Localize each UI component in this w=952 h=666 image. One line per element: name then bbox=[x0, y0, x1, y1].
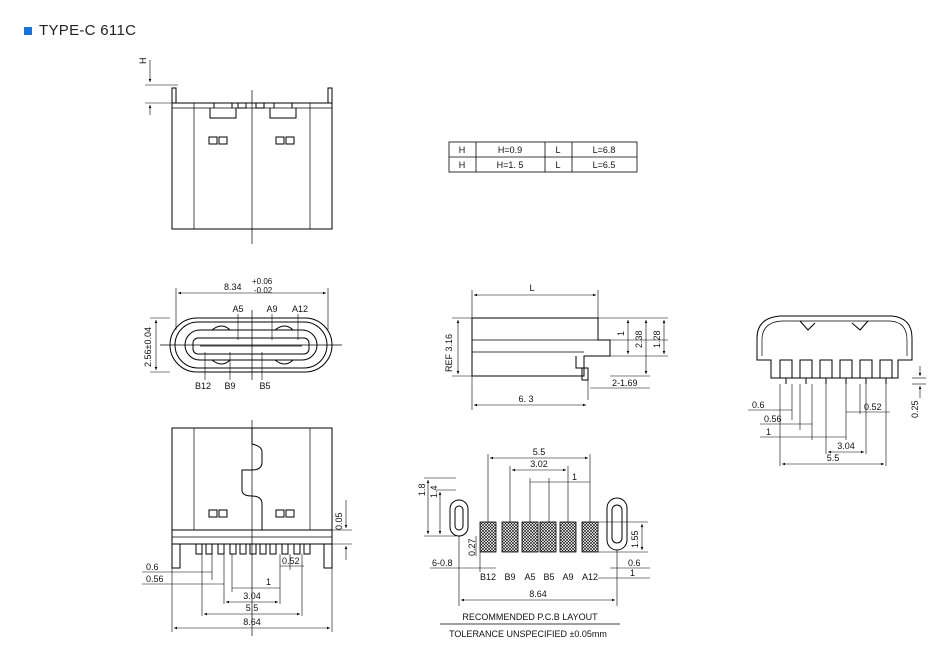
front-height: 2.56±0.04 bbox=[143, 327, 153, 367]
front-pin-top-3: A12 bbox=[292, 304, 308, 314]
pcb-d302: 3.02 bbox=[530, 459, 548, 469]
front-pin-bottom-1: B12 bbox=[195, 381, 211, 391]
pcb-d1b: 1 bbox=[630, 568, 635, 578]
title-square-icon bbox=[24, 26, 32, 35]
pcb-pin-6: A12 bbox=[582, 572, 598, 582]
end-d056: 0.56 bbox=[764, 414, 782, 424]
top-view: H bbox=[138, 58, 333, 244]
table-r2-c4: L=6.5 bbox=[593, 160, 616, 170]
end-view: 0.25 0.6 0.56 1 0.52 3.04 5.5 bbox=[748, 315, 926, 466]
front-pin-bottom-2: B9 bbox=[224, 381, 235, 391]
end-shell bbox=[756, 315, 913, 379]
pcb-d14: 1.4 bbox=[429, 485, 439, 498]
pcb-pin-4: B5 bbox=[543, 572, 554, 582]
pcb-oval-right bbox=[606, 497, 628, 551]
pcb-pad-6 bbox=[581, 521, 599, 553]
pcb-d55: 5.5 bbox=[533, 447, 546, 457]
bottom-d304: 3.04 bbox=[243, 591, 261, 601]
drawing-title: TYPE-C 611C bbox=[39, 22, 137, 39]
pcb-pad-2 bbox=[501, 521, 519, 553]
side-view: L REF 3.16 1 2.38 1.28 2-1.69 6. 3 bbox=[444, 283, 668, 410]
bottom-d1: 1 bbox=[266, 577, 271, 587]
front-tol-plus: +0.06 bbox=[252, 277, 273, 286]
front-pin-bottom-3: B5 bbox=[259, 381, 270, 391]
pcb-d608: 6-0.8 bbox=[432, 558, 453, 568]
front-pin-top-1: A5 bbox=[232, 304, 243, 314]
pcb-pad-1 bbox=[479, 521, 497, 553]
front-pin-top-2: A9 bbox=[266, 304, 277, 314]
pcb-d06: 0.6 bbox=[628, 558, 641, 568]
front-tol-minus: -0.02 bbox=[254, 286, 273, 295]
end-d06: 0.6 bbox=[752, 400, 765, 410]
table-r2-c3: L bbox=[555, 160, 560, 170]
end-d052: 0.52 bbox=[864, 402, 882, 412]
pcb-pad-4 bbox=[539, 521, 557, 553]
table-r1-c4: L=6.8 bbox=[593, 145, 616, 155]
bottom-d864: 8.64 bbox=[243, 617, 261, 627]
bottom-d005: 0.05 bbox=[334, 512, 344, 530]
pcb-d027: 0.27 bbox=[467, 538, 477, 556]
pcb-pin-5: A9 bbox=[562, 572, 573, 582]
pcb-d155: 1.55 bbox=[630, 530, 640, 548]
side-d1: 1 bbox=[616, 331, 626, 336]
pcb-pin-3: A5 bbox=[524, 572, 535, 582]
table-r1-c2: H=0.9 bbox=[498, 145, 522, 155]
side-body bbox=[471, 317, 611, 377]
pcb-d1: 1 bbox=[572, 472, 577, 482]
end-d55: 5.5 bbox=[827, 453, 840, 463]
pcb-pad-5 bbox=[559, 521, 577, 553]
bottom-d056: 0.56 bbox=[146, 574, 164, 584]
title-area: TYPE-C 611C bbox=[24, 22, 136, 39]
pcb-pin-2: B9 bbox=[504, 572, 515, 582]
pcb-pad-3 bbox=[521, 521, 539, 553]
side-l-label: L bbox=[529, 283, 534, 293]
pcb-d864: 8.64 bbox=[529, 589, 547, 599]
table-r1-c1: H bbox=[459, 145, 466, 155]
top-h-label: H bbox=[138, 58, 148, 65]
side-ref: REF 3.16 bbox=[444, 334, 454, 372]
pcb-layout-label: RECOMMENDED P.C.B LAYOUT bbox=[462, 612, 598, 622]
side-d5: 6. 3 bbox=[518, 394, 533, 404]
end-d304: 3.04 bbox=[837, 441, 855, 451]
pcb-tolerance: TOLERANCE UNSPECIFIED ±0.05mm bbox=[449, 629, 607, 639]
front-width: 8.34 bbox=[224, 282, 242, 292]
end-d1: 1 bbox=[766, 427, 771, 437]
end-d025: 0.25 bbox=[910, 400, 920, 418]
pcb-layout: 5.5 3.02 1 1.8 1.4 0.27 1.55 bbox=[417, 447, 650, 639]
table-r1-c3: L bbox=[555, 145, 560, 155]
pcb-d18: 1.8 bbox=[417, 483, 427, 496]
side-d4: 2-1.69 bbox=[612, 378, 638, 388]
table-r2-c1: H bbox=[459, 160, 466, 170]
front-view: 8.34 +0.06 -0.02 A5 A9 A12 B12 B9 B5 2. bbox=[143, 277, 342, 391]
bottom-view: 0.05 0.6 0.56 0.52 1 3.04 5.5 8.64 bbox=[142, 420, 352, 636]
bottom-d55: 5.5 bbox=[246, 603, 259, 613]
side-d3: 1.28 bbox=[652, 330, 662, 348]
side-d2: 2.38 bbox=[634, 330, 644, 348]
bottom-d052: 0.52 bbox=[282, 556, 300, 566]
pcb-oval-left bbox=[449, 499, 469, 537]
bottom-d06: 0.6 bbox=[146, 562, 159, 572]
pcb-pin-1: B12 bbox=[480, 572, 496, 582]
table-r2-c2: H=1. 5 bbox=[497, 160, 524, 170]
height-table: H H=0.9 L L=6.8 H H=1. 5 L L=6.5 bbox=[448, 141, 638, 173]
